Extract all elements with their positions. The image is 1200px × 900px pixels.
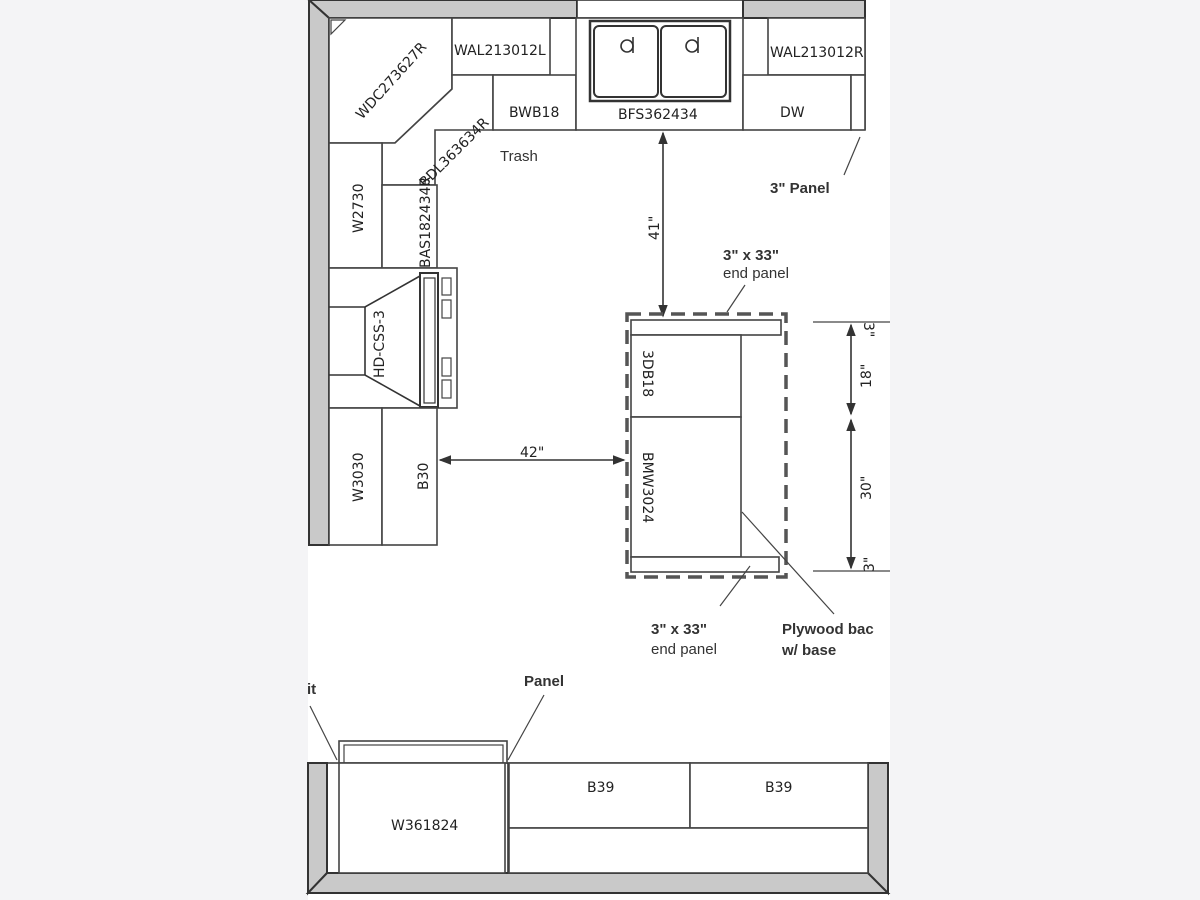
label-bwb: BWB18 [509,105,559,121]
cabinet-bas[interactable] [381,184,438,269]
cabinet-bmw3024[interactable] [630,416,742,558]
cabinet-wal-left[interactable] [451,17,551,76]
leader-line [741,511,835,615]
bottom-right-wall [867,762,889,896]
panel-top-right [850,74,866,131]
knob-icon [441,357,452,377]
knob-icon [441,299,452,319]
dishwasher[interactable] [742,74,852,131]
label-wal-right: WAL213012R [770,45,864,61]
note-trash: Trash [500,148,538,165]
dim-island-bottom-panel: 3" [862,557,878,572]
cabinet-w2730[interactable] [328,142,383,269]
bottom-cabinet-run: W361824 B39 B39 [338,740,869,874]
label-3db18: 3DB18 [639,350,655,397]
note-panel-bottom: Panel [524,673,564,690]
label-bas: BAS182434R [418,176,434,268]
dim-island-microwave: 30" [859,476,875,500]
label-hood: HD-CSS-3 [372,310,388,378]
dim-aisle-left: 42" [520,445,544,461]
note-cut-left: it [307,681,316,698]
dim-island-drawer: 18" [859,364,875,388]
note-plywood-2: w/ base [781,642,836,659]
leader-line [719,565,751,607]
note-panel-top: 3" Panel [770,180,830,197]
label-bfs: BFS362434 [618,107,698,123]
end-panel-top [630,319,782,336]
note-end-panel-bottom-1: 3" x 33" [651,621,707,638]
cabinet-3db18[interactable] [630,334,742,418]
label-bmw3024: BMW3024 [639,452,655,523]
wall-cabinet-top-outline [338,740,508,764]
label-b30: B30 [416,463,432,490]
bottom-left-wall [307,762,328,896]
sink [588,19,732,103]
end-panel-bottom [630,556,780,573]
leader-line [309,705,338,761]
label-wal-left: WAL213012L [454,43,546,59]
cabinet-wal-right[interactable] [767,17,866,76]
dim-island-top-panel: 3" [860,322,876,337]
window [576,0,744,19]
cabinet-b39-a[interactable] [508,762,691,829]
label-w2730: W2730 [351,184,367,233]
left-cabinet-run: W2730 BAS182434R HD-CSS-3 W3030 B30 [328,142,458,546]
leader-line [843,136,861,176]
label-dw: DW [780,105,805,121]
top-wall-left [307,0,578,19]
sink-bowl-left [593,25,659,98]
leader-line [726,284,746,313]
countertop-bottom [508,827,869,874]
knob-icon [441,277,452,296]
note-end-panel-bottom-2: end panel [651,641,717,658]
label-w3030: W3030 [351,453,367,502]
top-wall-right [742,0,866,19]
cabinet-bfs[interactable] [575,17,744,131]
corner-filler [330,19,347,36]
cabinet-b30[interactable] [381,407,438,546]
note-plywood-1: Plywood bac [782,621,874,638]
drain-icon [620,37,634,53]
note-end-panel-top-2: end panel [723,265,789,282]
dim-aisle-top: 41" [647,216,663,240]
cooktop [419,272,439,408]
sink-bowl-right [660,25,727,98]
cabinet-bwb[interactable] [492,74,577,131]
island: 3DB18 BMW3024 [625,312,788,579]
drain-icon [685,37,699,53]
label-b39-b: B39 [765,780,792,796]
left-wall [308,0,330,546]
bottom-wall [305,872,891,894]
label-b39-a: B39 [587,780,614,796]
island-outline [625,312,788,579]
leader-line [507,694,545,761]
cabinet-w361824[interactable] [338,762,506,874]
note-end-panel-top-1: 3" x 33" [723,247,779,264]
knob-icon [441,379,452,399]
cabinet-w3030[interactable] [328,407,383,546]
label-w361824: W361824 [391,818,458,834]
